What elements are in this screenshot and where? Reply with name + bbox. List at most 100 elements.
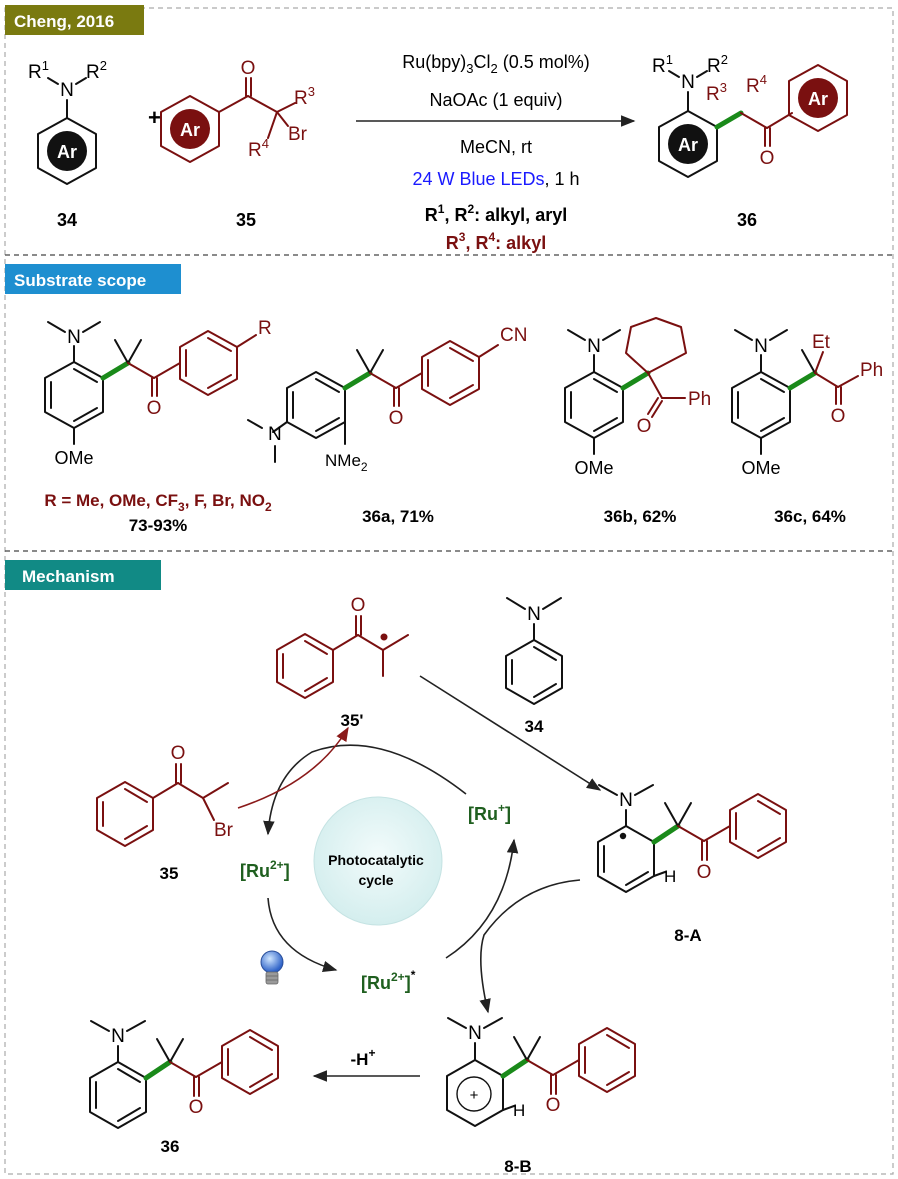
svg-text:N: N (268, 424, 282, 445)
dimethylaniline-34: N 34 (505, 597, 563, 736)
svg-text:Ar: Ar (808, 89, 828, 109)
scope-yield-general: 73-93% (129, 516, 188, 535)
svg-text:O: O (389, 408, 404, 429)
scope-label-36a: 36a, 71% (362, 507, 434, 526)
compound-36: Ar N R1 R2 R3 R4 O Ar 36 (652, 52, 848, 230)
final-product-36: N O 36 (89, 1020, 279, 1156)
svg-text:Ar: Ar (57, 142, 77, 162)
svg-text:NMe2: NMe2 (325, 451, 368, 474)
arrow-8A-to-8B (479, 879, 581, 1014)
svg-text:R: R (258, 318, 272, 339)
svg-text:+: + (470, 1087, 479, 1104)
svg-text:R = Me, OMe, CF3, F, Br, NO2: R = Me, OMe, CF3, F, Br, NO2 (44, 491, 272, 514)
reaction-conditions: Ru(bpy)3Cl2 (0.5 mol%) NaOAc (1 equiv) M… (402, 52, 590, 253)
svg-text:N: N (619, 790, 633, 811)
svg-text:cycle: cycle (358, 872, 393, 888)
svg-text:[Ru2+]*: [Ru2+]* (361, 968, 416, 993)
label-34: 34 (525, 717, 544, 736)
label-35prime: 35' (341, 711, 364, 730)
compound-label-34: 34 (57, 210, 77, 230)
radical-35prime: O 35' (276, 595, 409, 730)
svg-text:O: O (831, 406, 846, 427)
bromide-35: O Br 35 (96, 743, 234, 883)
svg-text:24 W Blue LEDs, 1 h: 24 W Blue LEDs, 1 h (412, 169, 579, 189)
svg-text:N: N (527, 604, 541, 625)
svg-text:N: N (468, 1023, 482, 1044)
svg-text:Br: Br (288, 124, 308, 145)
svg-text:N: N (67, 327, 81, 348)
svg-text:R1, R2: alkyl, aryl: R1, R2: alkyl, aryl (425, 202, 567, 225)
compound-34: Ar N R1 R2 34 (28, 58, 107, 230)
svg-text:N: N (111, 1026, 125, 1047)
scope-label-36c: 36c, 64% (774, 507, 846, 526)
svg-text:O: O (189, 1097, 204, 1118)
svg-text:O: O (546, 1095, 561, 1116)
compound-35: Ar O R3 Br R4 35 (160, 58, 315, 230)
arrow-to-8A (419, 675, 602, 791)
svg-text:O: O (241, 58, 256, 79)
svg-text:R4: R4 (248, 136, 269, 161)
svg-text:OMe: OMe (574, 458, 613, 478)
intermediate-8A: N H O 8-A (597, 784, 787, 945)
svg-text:Ph: Ph (860, 360, 883, 381)
svg-text:H: H (513, 1101, 525, 1120)
tab-mechanism: Mechanism (5, 560, 161, 590)
svg-text:R3, R4: alkyl: R3, R4: alkyl (446, 230, 546, 253)
tab-reaction-label: Cheng, 2016 (14, 12, 114, 31)
svg-text:R3: R3 (706, 80, 727, 105)
svg-text:CN: CN (500, 325, 527, 346)
svg-text:NaOAc (1 equiv): NaOAc (1 equiv) (429, 90, 562, 110)
scope-product-36b: N OMe O Ph 36b, 62% (564, 317, 711, 526)
svg-text:N: N (681, 72, 695, 93)
label-35: 35 (160, 864, 179, 883)
svg-text:Photocatalytic: Photocatalytic (328, 852, 424, 868)
tab-scope: Substrate scope (5, 264, 181, 294)
svg-text:O: O (697, 862, 712, 883)
svg-text:Ar: Ar (180, 120, 200, 140)
tab-scope-label: Substrate scope (14, 271, 146, 290)
label-8B: 8-B (504, 1157, 531, 1176)
svg-text:MeCN, rt: MeCN, rt (460, 137, 532, 157)
ru2-catalyst: [Ru2+] (240, 858, 290, 881)
svg-text:H: H (664, 867, 676, 886)
photocatalytic-cycle: Photocatalytic cycle (263, 744, 519, 973)
svg-text:R1: R1 (28, 58, 49, 83)
svg-text:Ph: Ph (688, 389, 711, 410)
svg-text:O: O (171, 743, 186, 764)
label-36-final: 36 (161, 1137, 180, 1156)
scope-product-36c: N OMe Et O Ph 36c, 64% (731, 329, 883, 526)
svg-text:N: N (60, 80, 74, 101)
light-bulb-icon (260, 950, 284, 985)
svg-text:Ar: Ar (678, 135, 698, 155)
svg-text:[Ru2+]: [Ru2+] (240, 858, 290, 881)
arrow-35-to-radical (237, 726, 349, 809)
plus-sign: + (148, 105, 161, 130)
svg-text:Et: Et (812, 332, 831, 353)
section-frames (4, 7, 894, 1175)
svg-text:N: N (587, 336, 601, 357)
svg-text:OMe: OMe (741, 458, 780, 478)
ru2-excited-catalyst: [Ru2+]* (361, 968, 416, 993)
svg-text:N: N (754, 336, 768, 357)
ru1-catalyst: [Ru+] (468, 801, 511, 824)
svg-text:Ru(bpy)3Cl2 (0.5 mol%): Ru(bpy)3Cl2 (0.5 mol%) (402, 52, 590, 76)
svg-text:O: O (351, 595, 366, 616)
svg-text:R1: R1 (652, 52, 673, 77)
svg-text:O: O (760, 148, 775, 169)
svg-text:Br: Br (214, 820, 234, 841)
scope-general-product: N OMe O R R = Me, OMe, CF3, F, Br, NO2 7… (44, 318, 272, 535)
svg-text:R4: R4 (746, 72, 767, 97)
tab-mechanism-label: Mechanism (22, 567, 115, 586)
deprotonation-label: -H+ (351, 1046, 376, 1069)
svg-text:O: O (637, 416, 652, 437)
scope-label-36b: 36b, 62% (604, 507, 677, 526)
scope-product-36a: N NMe2 O CN 36a, 71% (247, 325, 527, 526)
svg-text:R2: R2 (707, 52, 728, 77)
compound-label-36: 36 (737, 210, 757, 230)
svg-text:[Ru+]: [Ru+] (468, 801, 511, 824)
compound-label-35: 35 (236, 210, 256, 230)
svg-text:R3: R3 (294, 84, 315, 109)
label-8A: 8-A (674, 926, 701, 945)
tab-reaction: Cheng, 2016 (5, 5, 144, 35)
